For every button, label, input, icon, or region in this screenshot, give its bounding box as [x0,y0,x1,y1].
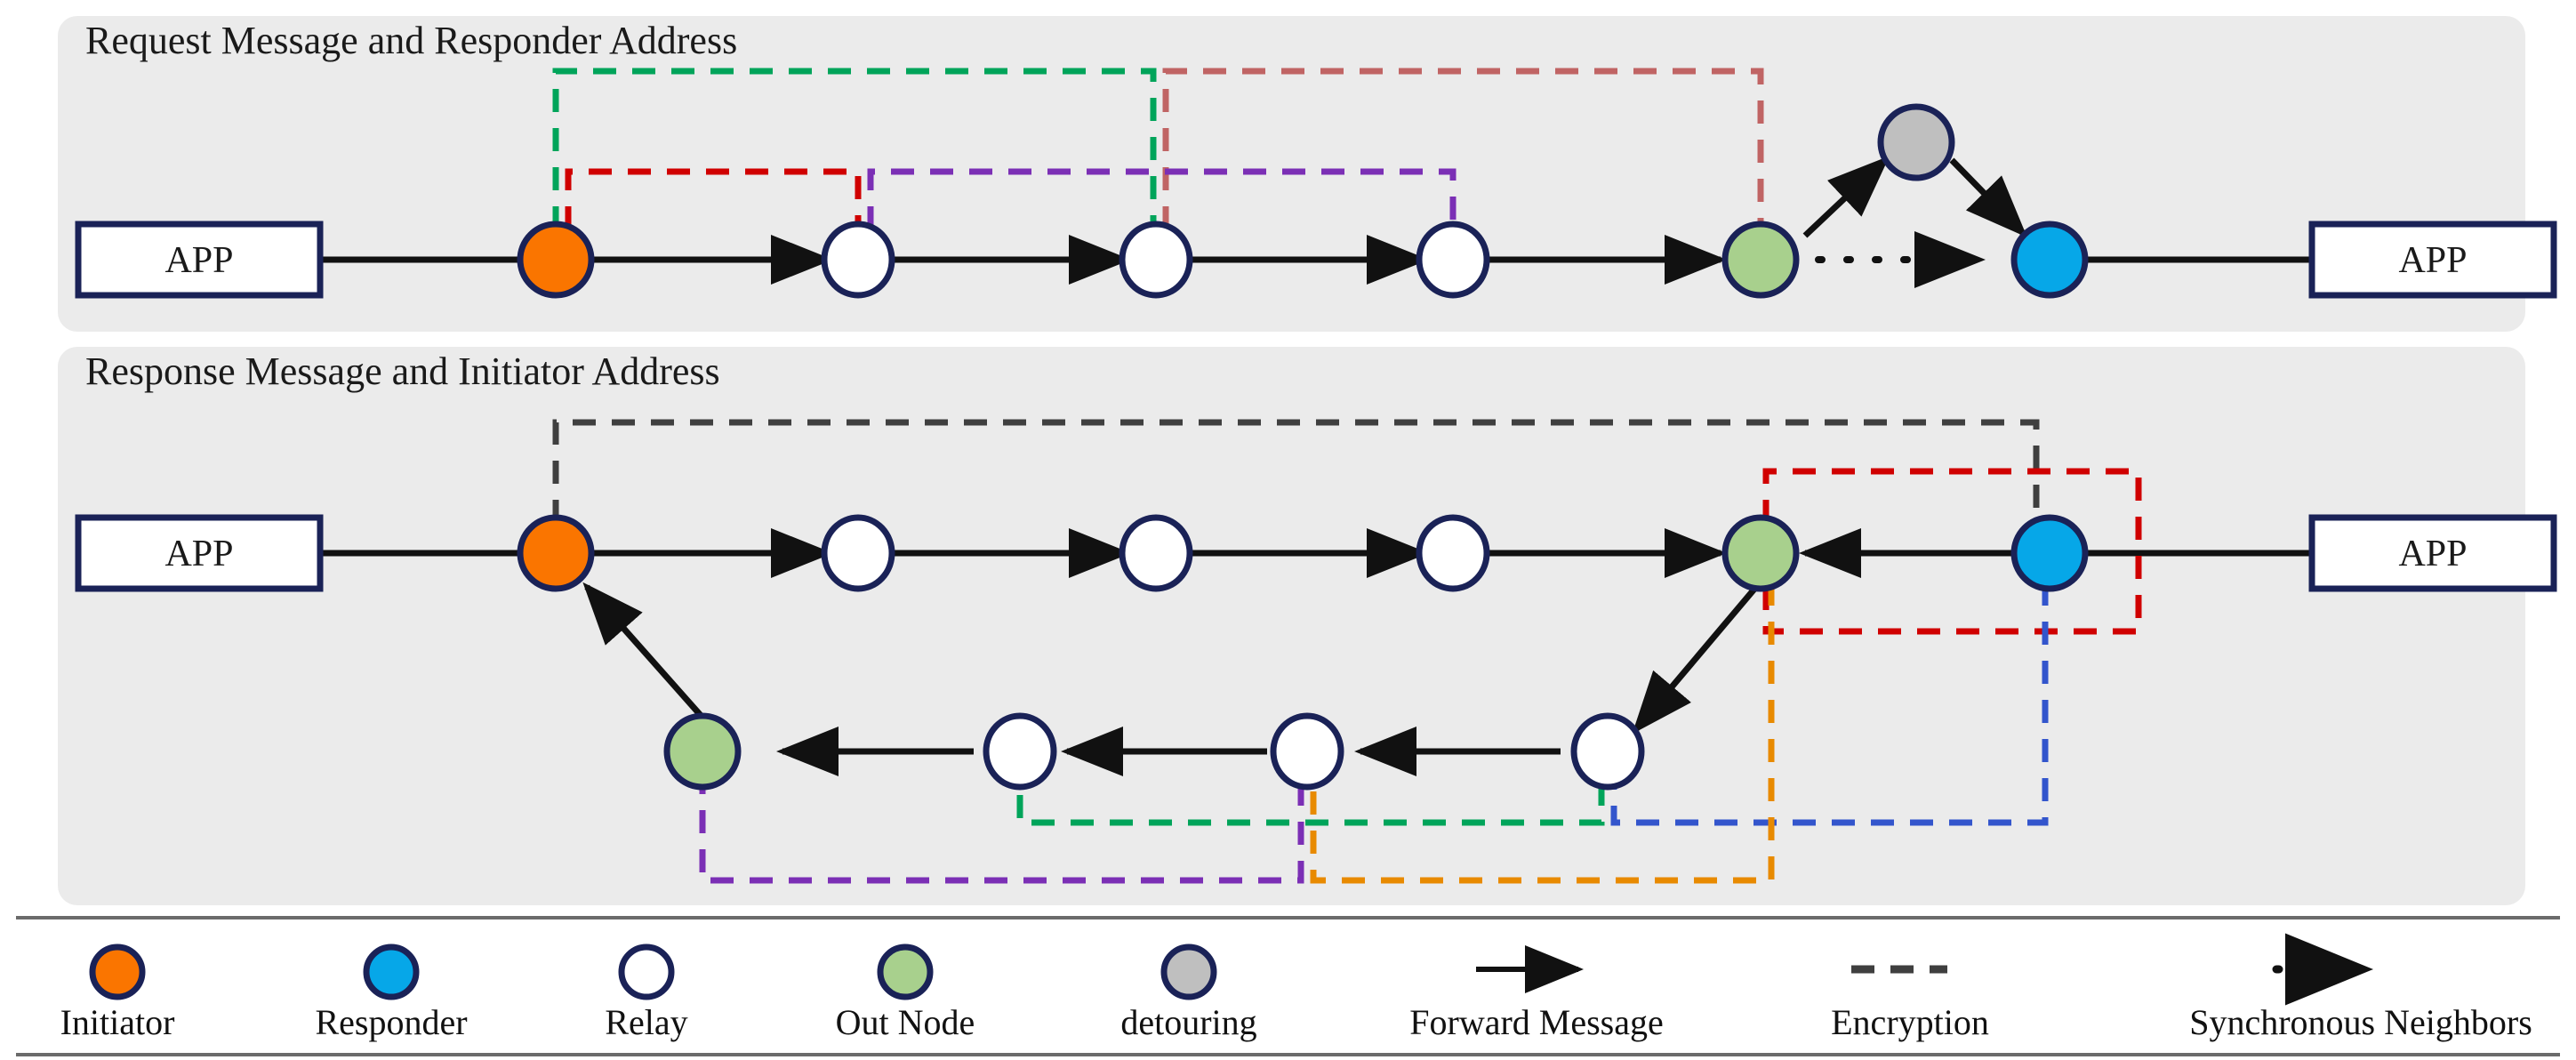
encryption-salmon-request [1162,68,1764,229]
node-response-relay-1[interactable] [821,514,895,592]
edge-outnode-return-to-initiator [582,582,714,730]
edge-outnode-to-detouring [1802,156,1890,238]
node-response-relay-r3[interactable] [1570,712,1645,791]
legend-responder-label: Responder [315,1002,467,1042]
encryption-link-red [565,168,862,229]
encryption-red-response [1762,468,2142,635]
legend-responder-icon [363,944,420,1000]
encryption-green-request [552,68,1157,229]
node-response-initiator[interactable] [517,514,595,592]
legend-item-forward-message: Forward Message [1409,945,1664,1042]
encryption-orange-response [1310,582,1775,884]
panel-response-background [58,347,2525,905]
legend-initiator-label: Initiator [60,1002,175,1042]
encryption-dark-response [552,419,2040,523]
legend-detouring-label: detouring [1120,1002,1256,1042]
encryption-link-red-2 [1762,468,2142,635]
app-box-right-request-label: APP [2398,240,2467,281]
encryption-purple-request [867,168,1457,229]
encryption-link-green-2 [1016,783,1605,826]
legend-item-responder: Responder [315,944,468,1042]
legend-item-sync-neighbors: Synchronous Neighbors [2189,933,2532,1042]
app-box-left-request: APP [75,221,324,299]
legend-sync-label: Synchronous Neighbors [2189,1002,2532,1042]
node-request-out-node[interactable] [1721,221,1800,299]
app-box-left-response-label: APP [165,534,233,574]
encryption-link-blue [1610,582,2049,826]
node-response-relay-2[interactable] [1119,514,1193,592]
app-box-right-response-label: APP [2398,534,2467,574]
edge-detouring-to-responder [1949,157,2027,238]
node-request-relay-1[interactable] [821,221,895,299]
node-response-relay-3[interactable] [1416,514,1490,592]
node-response-relay-r2[interactable] [1270,712,1344,791]
app-box-left-response: APP [75,514,324,592]
panel-response-title: Response Message and Initiator Address [85,349,720,393]
encryption-red-request [565,168,862,229]
encryption-green-response [1016,783,1605,826]
encryption-link-orange [1310,582,1775,884]
legend-out-node-icon [877,944,934,1000]
node-response-out-node[interactable] [1721,514,1800,592]
legend-forward-label: Forward Message [1409,1002,1664,1042]
node-response-relay-r1[interactable] [983,712,1057,791]
encryption-link-purple [867,168,1457,229]
encryption-link-dark [552,419,2040,523]
edge-outnode-to-relay-r3 [1632,584,1759,735]
legend-detouring-icon [1160,944,1217,1000]
legend-encryption-label: Encryption [1831,1002,1989,1042]
app-box-left-request-label: APP [165,240,233,281]
legend-item-detouring: detouring [1120,944,1257,1042]
legend-relay-label: Relay [605,1002,687,1042]
legend-item-initiator: Initiator [60,944,175,1042]
panel-request-title: Request Message and Responder Address [85,19,737,62]
panel-response-return-path [582,582,1759,776]
encryption-link-green [552,68,1157,229]
node-request-relay-2[interactable] [1119,221,1193,299]
node-request-relay-3[interactable] [1416,221,1490,299]
legend: Initiator Responder Relay Out Node detou… [16,916,2560,1056]
legend-out-node-label: Out Node [836,1002,975,1042]
node-response-out-node-return[interactable] [663,712,742,791]
encryption-blue-response [1610,582,2049,826]
app-box-right-response: APP [2308,514,2557,592]
legend-relay-icon [618,944,675,1000]
node-request-responder[interactable] [2010,221,2089,299]
legend-item-out-node: Out Node [836,944,975,1042]
panel-request-detour [1802,156,2027,288]
encryption-link-purple-2 [699,783,1304,884]
panel-response: Response Message and Initiator Address [58,347,2557,905]
legend-item-relay: Relay [605,944,688,1042]
encryption-link-salmon [1162,68,1764,229]
node-request-initiator[interactable] [517,221,595,299]
legend-initiator-icon [89,944,146,1000]
node-response-responder[interactable] [2010,514,2089,592]
app-box-right-request: APP [2308,221,2557,299]
legend-item-encryption: Encryption [1831,965,1989,1042]
panel-request: Request Message and Responder Address [58,16,2557,332]
encryption-purple-response [699,783,1304,884]
node-request-detouring[interactable] [1877,103,1955,181]
